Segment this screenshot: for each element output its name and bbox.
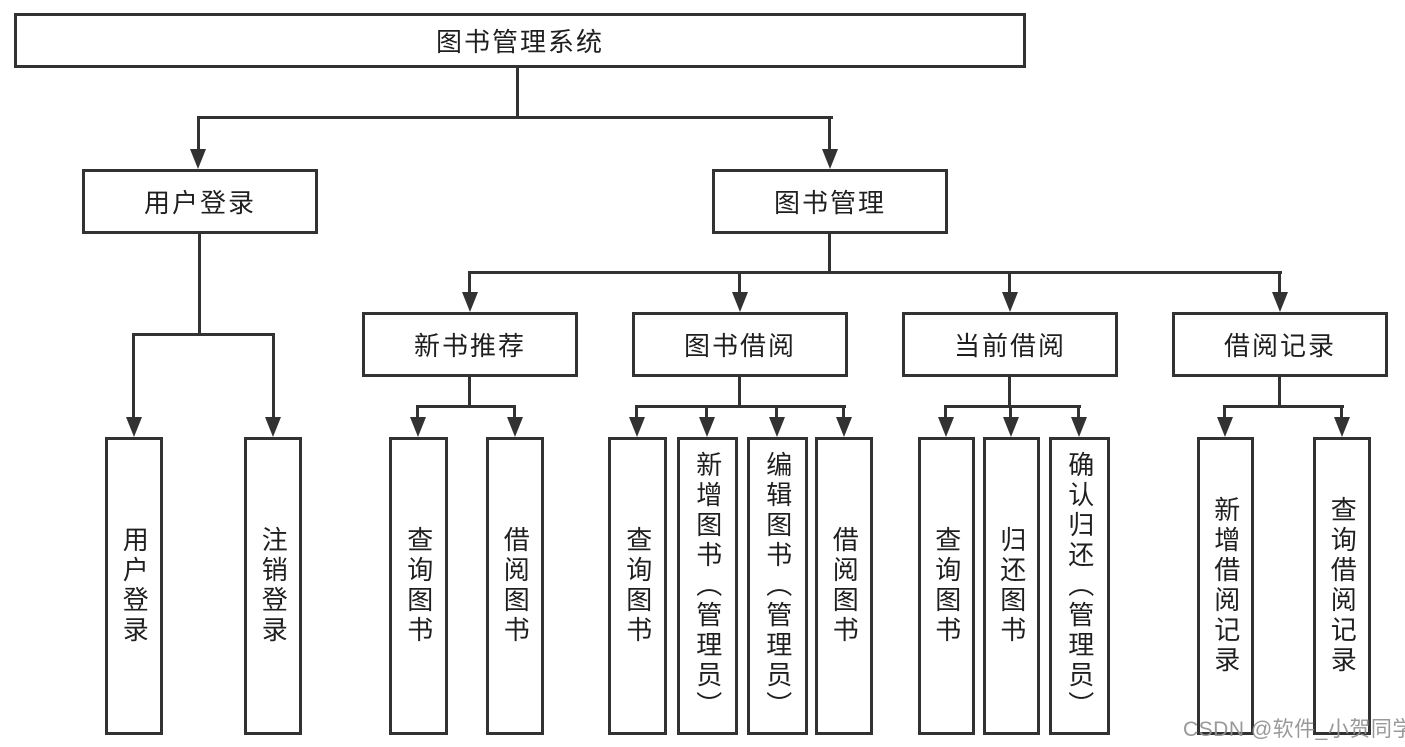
leaf-add-books-admin: 新增图书（管理员） xyxy=(677,437,738,735)
leaf-recommend-borrow-books: 借阅图书 xyxy=(486,437,544,735)
connector-line xyxy=(705,405,708,419)
connector-line xyxy=(944,405,1081,408)
node-user-login: 用户登录 xyxy=(82,169,318,234)
connector-line xyxy=(828,116,831,152)
arrowhead xyxy=(190,149,206,169)
leaf-current-query-books: 查询图书 xyxy=(918,437,975,735)
leaf-return-books: 归还图书 xyxy=(983,437,1040,735)
connector-line xyxy=(1278,377,1281,408)
arrowhead xyxy=(1071,417,1087,437)
arrowhead xyxy=(699,417,715,437)
connector-line xyxy=(132,333,135,419)
connector-line xyxy=(842,405,845,419)
arrowhead xyxy=(629,417,645,437)
leaf-recommend-query-books: 查询图书 xyxy=(389,437,448,735)
arrowhead xyxy=(822,149,838,169)
arrowhead xyxy=(1003,417,1019,437)
connector-line xyxy=(944,405,947,419)
connector-line xyxy=(468,377,471,408)
arrowhead xyxy=(1217,417,1233,437)
leaf-borrow-books: 借阅图书 xyxy=(815,437,873,735)
arrowhead xyxy=(1334,417,1350,437)
arrowhead xyxy=(732,292,748,312)
connector-line xyxy=(1223,405,1226,419)
connector-line xyxy=(416,405,419,419)
arrowhead xyxy=(462,292,478,312)
arrowhead xyxy=(507,417,523,437)
connector-line xyxy=(132,333,275,336)
connector-line xyxy=(416,405,516,408)
node-new-book-recommend: 新书推荐 xyxy=(362,312,578,377)
connector-line xyxy=(197,116,833,119)
arrowhead xyxy=(769,417,785,437)
connector-line xyxy=(1008,377,1011,408)
connector-line xyxy=(198,233,201,336)
connector-line xyxy=(468,271,1282,274)
connector-line xyxy=(738,271,741,295)
leaf-logout: 注销登录 xyxy=(244,437,302,735)
arrowhead xyxy=(1002,292,1018,312)
leaf-edit-books-admin: 编辑图书（管理员） xyxy=(747,437,808,735)
connector-line xyxy=(1340,405,1343,419)
node-current-borrowing: 当前借阅 xyxy=(902,312,1118,377)
connector-line xyxy=(828,234,831,274)
leaf-confirm-return-admin: 确认归还（管理员） xyxy=(1049,437,1110,735)
connector-line xyxy=(1008,271,1011,295)
node-book-management: 图书管理 xyxy=(712,169,948,234)
connector-line xyxy=(635,405,638,419)
connector-line xyxy=(738,377,741,408)
connector-line xyxy=(1223,405,1344,408)
node-book-borrowing: 图书借阅 xyxy=(632,312,848,377)
leaf-borrowing-query-books: 查询图书 xyxy=(608,437,667,735)
arrowhead xyxy=(836,417,852,437)
connector-line xyxy=(1077,405,1080,419)
leaf-user-login: 用户登录 xyxy=(105,437,163,735)
arrowhead xyxy=(410,417,426,437)
connector-line xyxy=(272,333,275,419)
arrowhead xyxy=(126,417,142,437)
connector-line xyxy=(635,405,846,408)
connector-line xyxy=(516,68,519,118)
connector-line xyxy=(197,116,200,152)
connector-line xyxy=(513,405,516,419)
connector-line xyxy=(775,405,778,419)
arrowhead xyxy=(265,417,281,437)
arrowhead xyxy=(1272,292,1288,312)
connector-line xyxy=(468,271,471,295)
connector-line xyxy=(1009,405,1012,419)
leaf-query-borrow-record: 查询借阅记录 xyxy=(1313,437,1371,735)
leaf-add-borrow-record: 新增借阅记录 xyxy=(1197,437,1254,735)
arrowhead xyxy=(938,417,954,437)
connector-line xyxy=(1278,271,1281,295)
node-library-management-system: 图书管理系统 xyxy=(14,13,1026,68)
watermark: CSDN @软件_小贺同学 xyxy=(1183,718,1405,741)
node-borrowing-records: 借阅记录 xyxy=(1172,312,1388,377)
